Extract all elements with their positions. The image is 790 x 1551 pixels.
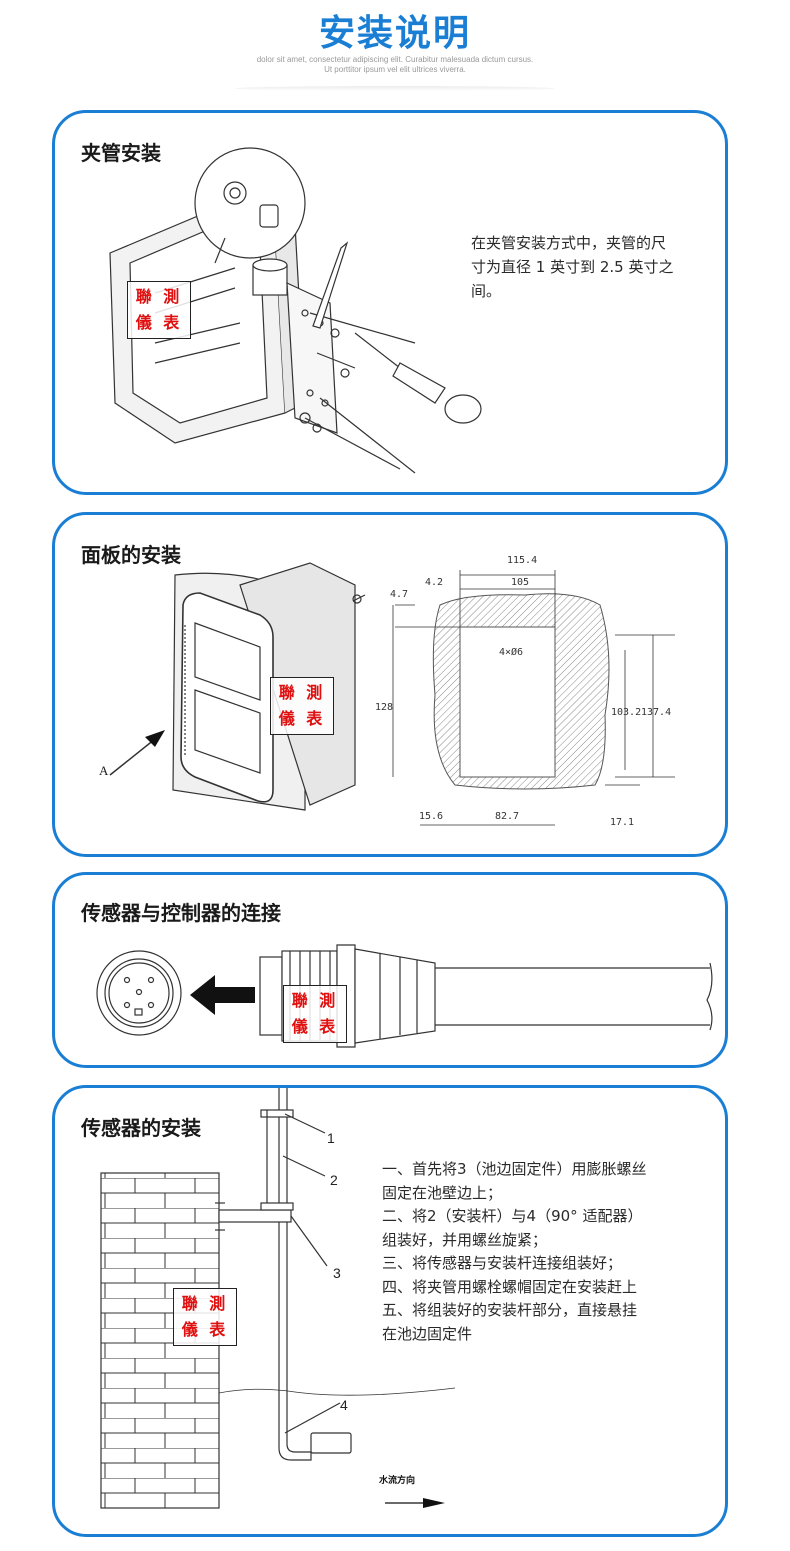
watermark-line-1: 聯 測 (181, 1294, 229, 1313)
insert-arrow (190, 975, 255, 1015)
dim-top-offset: 4.2 (425, 577, 443, 588)
view-arrow (145, 730, 165, 747)
dim-bottom-inner: 82.7 (495, 811, 519, 822)
description-line: 间。 (471, 282, 502, 300)
watermark-line-2: 儀 表 (291, 1017, 339, 1036)
subtitle-line-2: Ut porttitor ipsum vel elit ultrices viv… (324, 65, 466, 74)
dim-bottom-right: 17.1 (610, 817, 634, 828)
dim-bottom-offset: 15.6 (419, 811, 443, 822)
pipe-clamp-drawing (109, 147, 482, 474)
dim-holes: 4×Ø6 (499, 646, 523, 658)
dim-right-total: 137.4 (641, 707, 671, 718)
dim-top-total: 115.4 (507, 555, 537, 566)
section-title: 面板的安装 (81, 543, 181, 567)
section-pipe-clamp-installation: 夹管安装 (52, 110, 728, 495)
watermark-line-2: 儀 表 (135, 313, 183, 332)
connector-drawing (96, 944, 713, 1048)
page-header: 安装说明 dolor sit amet, consectetur adipisc… (0, 0, 790, 95)
watermark-stamp: 聯 測 儀 表 (283, 985, 347, 1043)
section-sensor-installation: 传感器的安装 (52, 1085, 728, 1537)
dim-top-right-offset: 4.7 (390, 589, 408, 600)
flow-direction-arrow (423, 1498, 445, 1508)
step-line: 组装好，并用螺丝旋紧； (382, 1230, 548, 1249)
section-title: 传感器与控制器的连接 (81, 901, 281, 925)
section-title: 夹管安装 (81, 141, 161, 165)
step-line: 五、将组装好的安装杆部分，直接悬挂 (382, 1301, 638, 1319)
watermark-line-1: 聯 測 (135, 287, 183, 306)
view-label: A (99, 763, 109, 778)
callout-4: 4 (340, 1397, 348, 1413)
page-title: 安装说明 (318, 13, 471, 54)
dim-right-inner: 103.2 (611, 707, 641, 718)
header-shadow-divider (235, 86, 555, 91)
watermark-line-1: 聯 測 (278, 683, 326, 702)
step-line: 在池边固定件 (382, 1324, 473, 1343)
description-line: 在夹管安装方式中，夹管的尺 (471, 234, 667, 252)
step-line: 二、将2（安装杆）与4（90° 适配器） (382, 1207, 643, 1225)
watermark-line-2: 儀 表 (181, 1320, 229, 1339)
callout-1: 1 (327, 1130, 335, 1146)
pipe-clamp-description: 在夹管安装方式中，夹管的尺 寸为直径 1 英寸到 2.5 英寸之 间。 (471, 231, 721, 303)
panel-mount-drawing: A 115.4 105 4.2 4.7 4×Ø6 128 103.2 137.4… (99, 555, 675, 828)
dim-left-height: 128 (375, 702, 393, 713)
watermark-stamp: 聯 測 儀 表 (270, 677, 334, 735)
step-line: 固定在池壁边上； (382, 1183, 503, 1202)
step-line: 一、首先将3（池边固定件）用膨胀螺丝 (382, 1160, 647, 1178)
description-line: 寸为直径 1 英寸到 2.5 英寸之 (471, 258, 674, 276)
step-line: 四、将夹管用螺栓螺帽固定在安装赶上 (382, 1277, 638, 1296)
watermark-line-2: 儀 表 (278, 709, 326, 728)
page-subtitle: dolor sit amet, consectetur adipiscing e… (0, 55, 790, 75)
flow-direction-label: 水流方向 (379, 1474, 415, 1486)
dim-top-inner: 105 (511, 577, 529, 588)
subtitle-line-1: dolor sit amet, consectetur adipiscing e… (256, 55, 534, 64)
callout-2: 2 (330, 1172, 338, 1188)
watermark-stamp: 聯 測 儀 表 (173, 1288, 237, 1346)
section-title: 传感器的安装 (81, 1116, 201, 1140)
callout-3: 3 (333, 1265, 341, 1281)
watermark-stamp: 聯 測 儀 表 (127, 281, 191, 339)
watermark-line-1: 聯 測 (291, 991, 339, 1010)
section-panel-installation: 面板的安装 A (52, 512, 728, 857)
section-sensor-connection: 传感器与控制器的连接 聯 測 (52, 872, 728, 1068)
step-line: 三、将传感器与安装杆连接组装好； (382, 1254, 623, 1272)
installation-steps: 一、首先将3（池边固定件）用膨胀螺丝 固定在池壁边上； 二、将2（安装杆）与4（… (382, 1158, 725, 1346)
